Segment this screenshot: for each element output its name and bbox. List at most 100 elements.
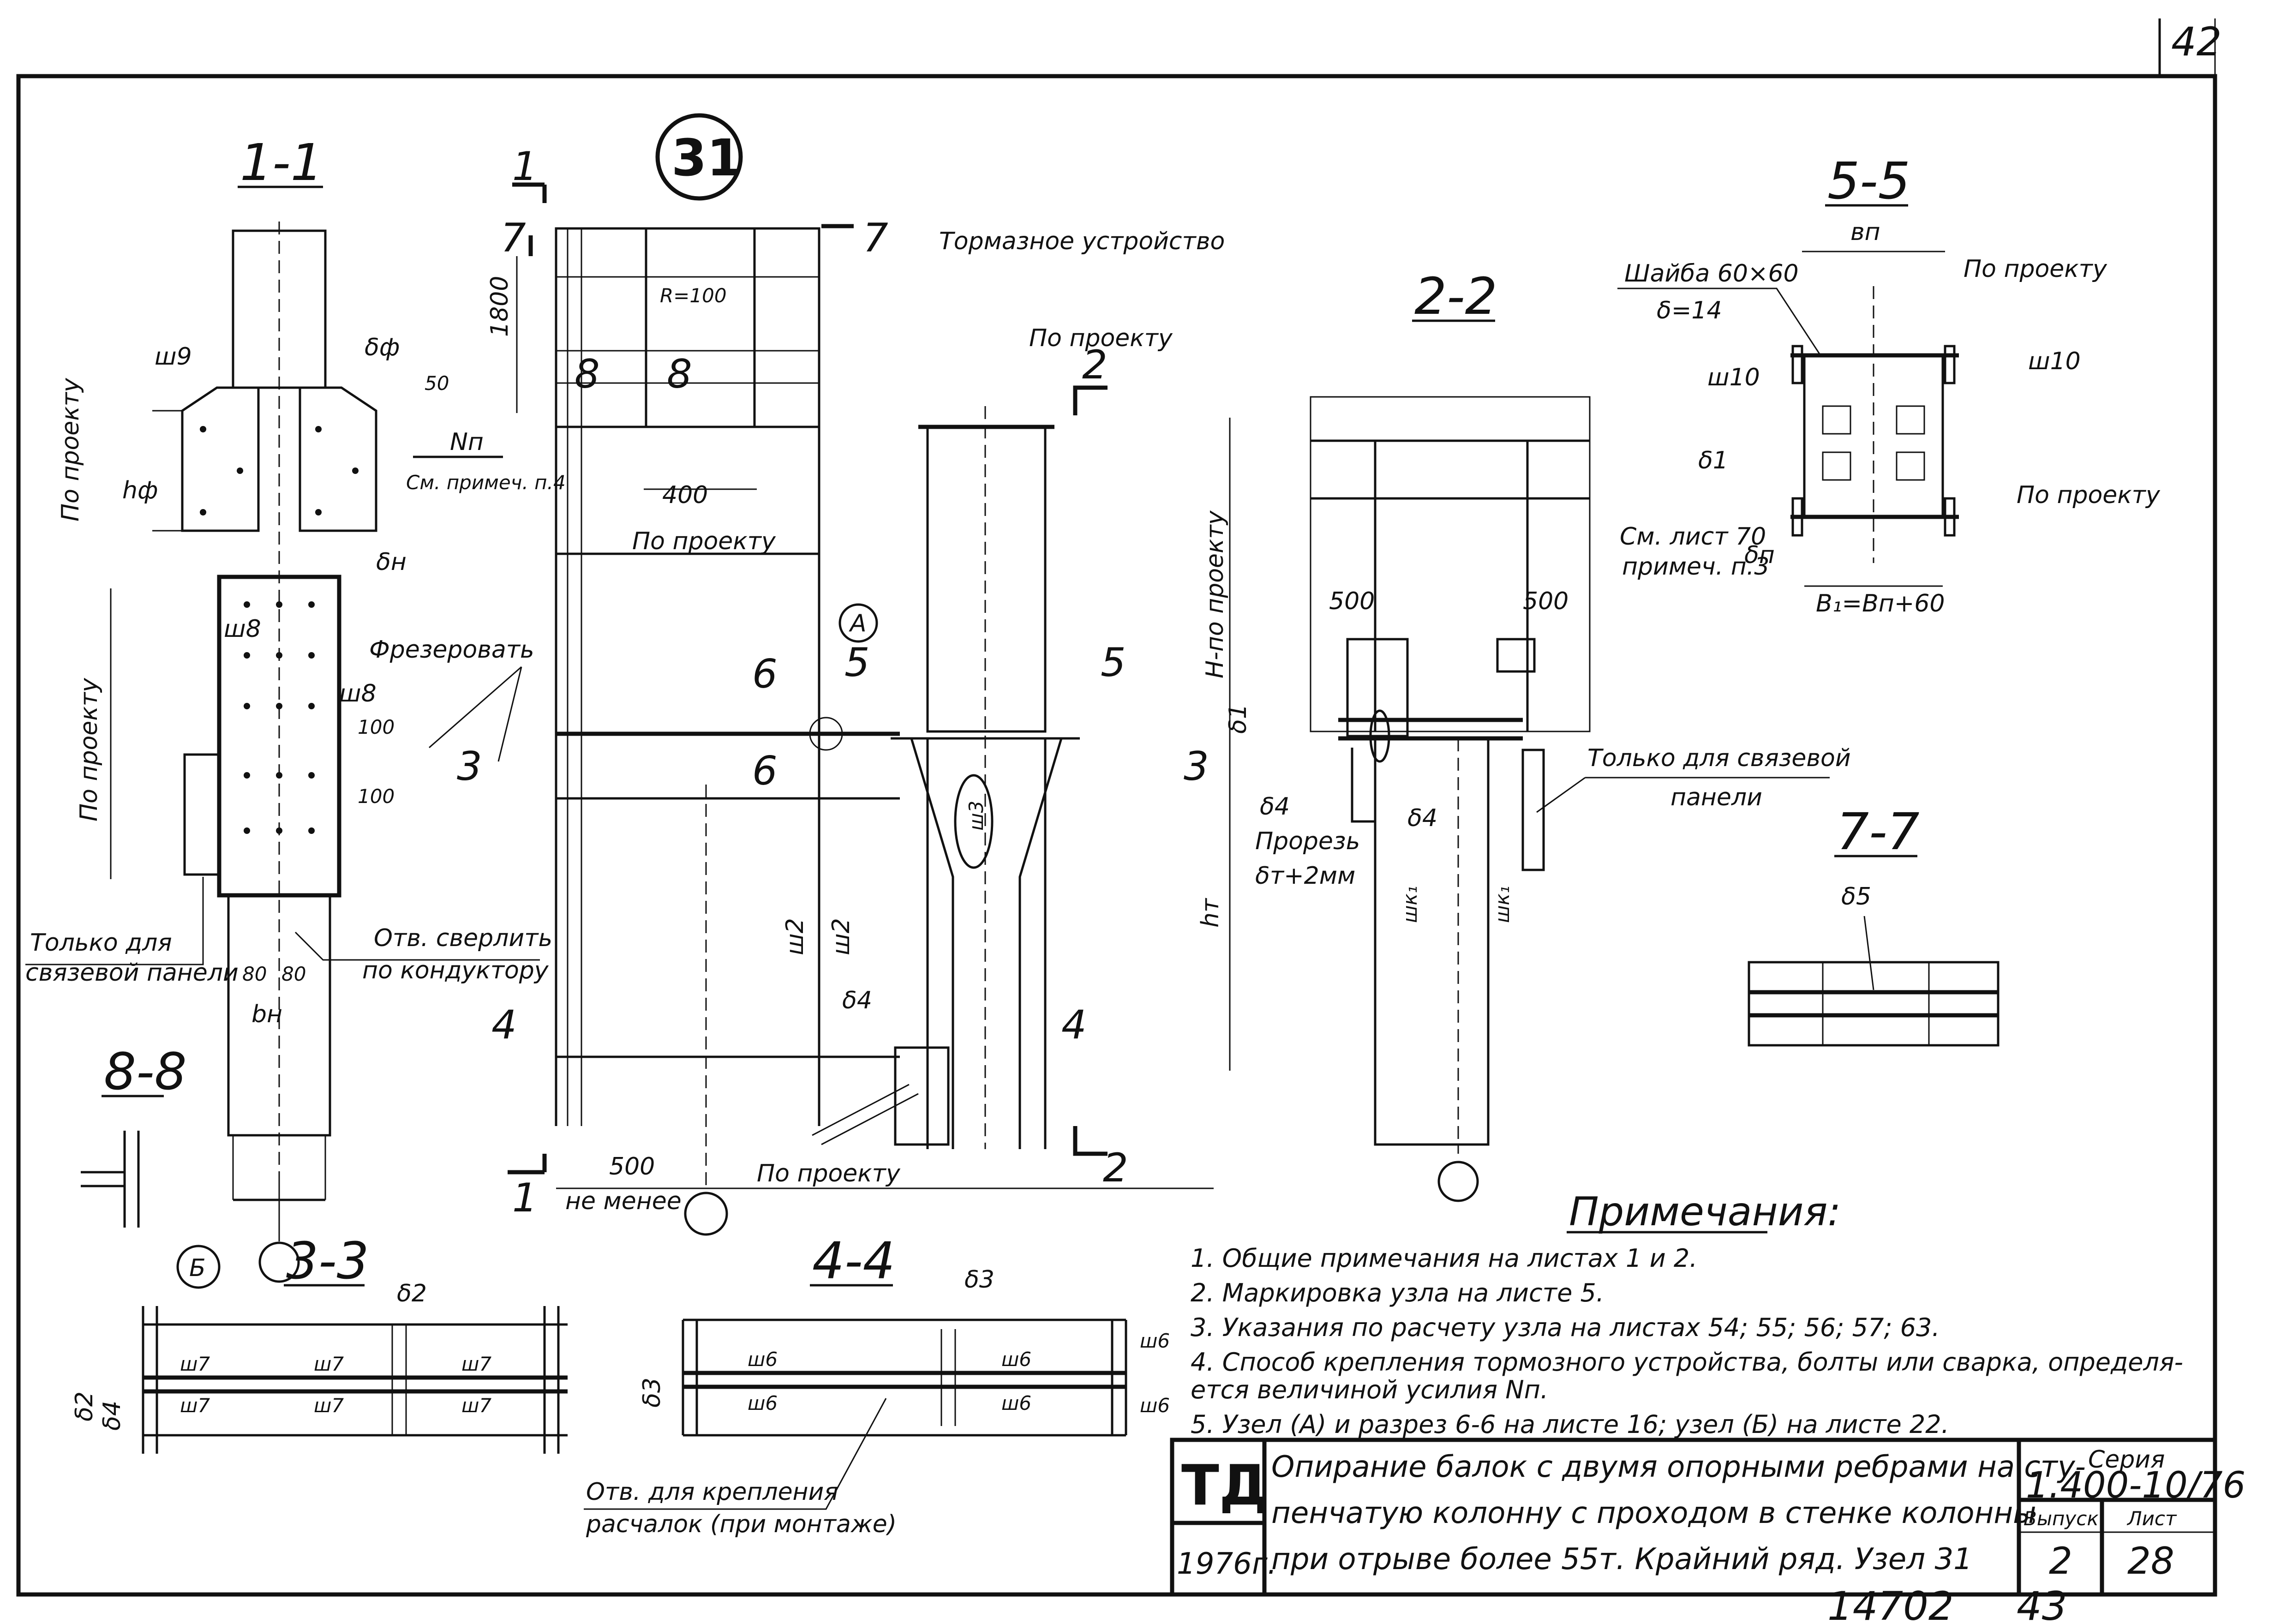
label-mill: Фрезеровать [369,636,534,664]
weld-w7-5: ш7 [314,1394,344,1417]
cut-6-top: 6 [752,651,778,697]
main-elevation: 1 7 7 R=100 1800 8 8 400 По проекту ш2 ш… [457,144,1231,1236]
series-label: Серия [2088,1446,2165,1474]
weld-w10-l: ш10 [1707,364,1760,391]
see-note-4: См. примеч. п.4 [406,471,566,494]
weld-w3: ш3 [965,801,988,831]
dim-80-left: 80 [242,963,267,985]
note-5: 5. Узел (А) и разрез 6-6 на листе 16; уз… [1191,1410,1949,1439]
label-df: δф [365,334,400,361]
cut-8-left: 8 [575,351,600,397]
h-project: Н-по проекту [1201,510,1229,678]
weld-w8: ш8 [224,615,261,643]
weld-w8-r: ш8 [339,680,377,707]
section-2-2: 2-2 500 500 См. лист 70 примеч. п.3 δ1 δ… [1224,267,1851,1202]
label-dn: δн [376,548,407,576]
see-note-3: примеч. п.3 [1622,553,1769,581]
by-project-6: По проекту [1964,255,2107,283]
label-hT: hт [1197,898,1224,928]
section-1-1: 1-1 ш9 δф Nп См. примеч. п.4 δн [25,133,566,1283]
notes: Примечания: 1. Общие примечания на листа… [1191,1189,2183,1439]
note-3: 3. Указания по расчету узла на листах 54… [1191,1313,1940,1342]
cut-4-left: 4 [491,1002,517,1048]
weld-w2-b: ш2 [827,918,855,955]
by-project-5: По проекту [757,1160,901,1187]
label-d4-b: δ4 [1407,804,1437,832]
weld-w6-3: ш6 [748,1392,778,1414]
cut-2-top: 2 [1082,342,1108,388]
drill-2: по кондуктору [362,957,549,984]
section-5-5-title: 5-5 [1827,151,1910,210]
label-d4-main: δ4 [842,987,872,1014]
washer-thk: δ=14 [1657,297,1722,324]
cut-3-right: 3 [1184,743,1209,790]
brace-panel: панели [1670,784,1762,811]
by-project-2: По проекту [75,677,103,821]
title-line-3: при отрыве более 55т. Крайний ряд. Узел … [1271,1542,1972,1576]
brace-only-1: Только для [30,929,172,957]
weld-w6-4: ш6 [1001,1392,1031,1414]
dim-1800: 1800 [486,276,514,337]
title-line-2: пенчатую колонну с проходом в стенке кол… [1271,1496,2036,1530]
section-3-3: 3-3 Б δ2 ш7 ш7 ш7 ш7 ш7 ш7 δ2 δ4 [71,1231,568,1454]
label-R100: R=100 [660,284,727,307]
note-1: 1. Общие примечания на листах 1 и 2. [1191,1244,1697,1273]
dim-400: 400 [662,481,708,509]
dim-50-top: 50 [425,372,449,395]
weld-w2-a: ш2 [781,918,809,955]
weld-w6-5: ш6 [1140,1330,1170,1352]
label-d1: δ1 [1224,704,1252,734]
page-number: 43 [2017,1583,2067,1624]
cut-dim: δт+2мм [1255,862,1355,890]
section-4-4: 4-4 δ3 δ3 ш6 ш6 ш6 ш6 ш6 ш6 Отв. для кре… [584,1231,1170,1538]
weld-wk1-a: шк₁ [1399,886,1421,923]
label-bn: bн [251,1001,282,1028]
label-bp-top: вп [1850,218,1880,246]
dim-500-a: 500 [1329,587,1375,615]
sheet-label: Лист [2126,1507,2177,1530]
weld-w6-1: ш6 [748,1348,778,1371]
label-d2-left: δ2 [71,1391,98,1421]
cut-6-bot: 6 [752,748,778,794]
weld-w10-r: ш10 [2028,348,2081,375]
by-project-1: По проекту [57,378,84,521]
drill-1: Отв. сверлить [374,924,552,952]
label-d4-a: δ4 [1260,793,1290,821]
sheet-frame: 42 [16,18,2221,1597]
brake-device: Тормазное устройство [939,228,1225,255]
dim-100-b: 100 [358,785,395,808]
title-block: ТД 1976г. Опирание балок с двумя опорным… [1170,1438,2245,1597]
cut-7-right: 7 [863,215,888,261]
series-value: 1.400-10/76 [2026,1465,2245,1506]
weld-w9: ш9 [155,343,192,371]
weld-wk1-b: шк₁ [1491,886,1514,923]
label-Np: Nп [450,428,484,456]
label-hf: hф [122,477,158,504]
bolt-holes [200,426,359,834]
section-2-2-title: 2-2 [1414,267,1497,326]
cut-4-right: 4 [1061,1002,1087,1048]
label-d5: δ5 [1841,883,1871,911]
label-d2: δ2 [397,1280,427,1307]
issue-value: 2 [2049,1540,2072,1582]
node-marker: 31 [655,113,743,201]
dim-500-b: 500 [1523,587,1569,615]
not-less: не менее [565,1187,682,1215]
cut-5-right: 5 [1101,640,1126,686]
dim-80-right: 80 [281,963,306,985]
weld-w6-2: ш6 [1001,1348,1031,1371]
cut-1-top: 1 [512,144,538,190]
brace-only: Только для связевой [1587,744,1851,772]
holes-1: Отв. для крепления [586,1478,838,1506]
weld-w7-2: ш7 [314,1353,344,1375]
section-8-8-title: 8-8 [104,1042,187,1101]
cut-1-bot: 1 [512,1175,538,1221]
title-line-1: Опирание балок с двумя опорными ребрами … [1271,1450,2086,1484]
note-2: 2. Маркировка узла на листе 5. [1191,1278,1604,1307]
year: 1976г. [1177,1547,1277,1581]
node-number: 31 [671,128,742,187]
by-project-3: По проекту [632,527,776,555]
cut-5-left: 5 [844,640,870,686]
notes-title: Примечания: [1569,1189,1841,1235]
